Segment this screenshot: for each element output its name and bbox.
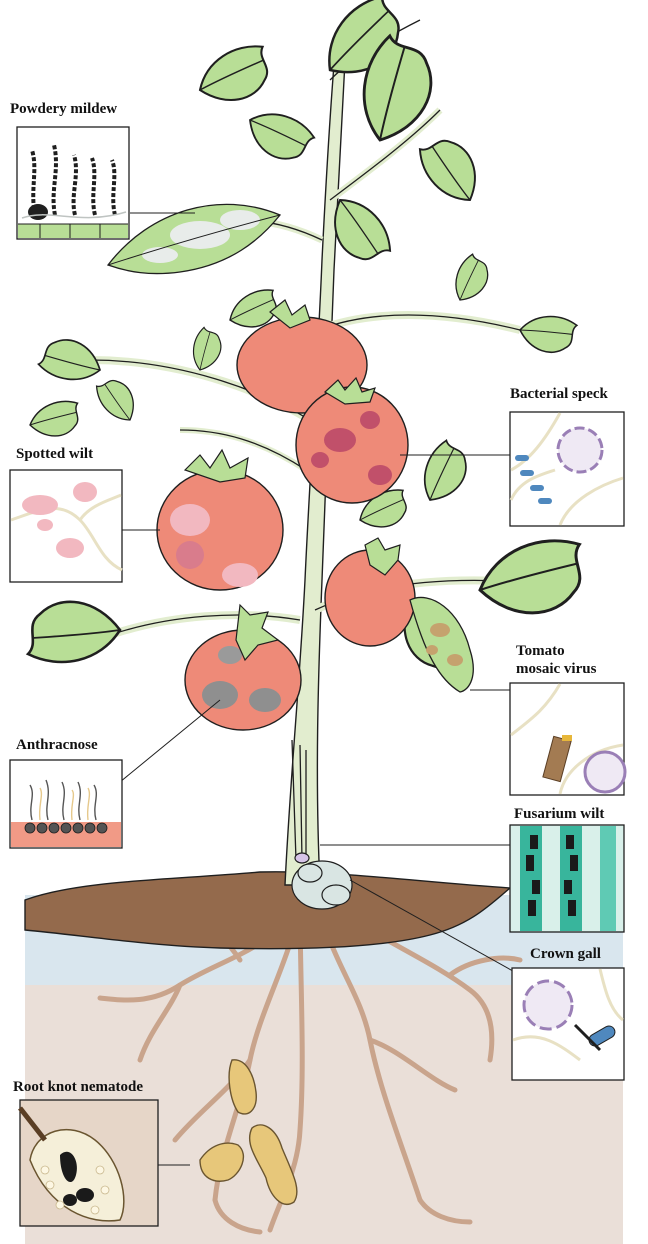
label-crown-gall: Crown gall	[530, 946, 601, 962]
mildew-leaf	[106, 203, 282, 275]
label-anthracnose: Anthracnose	[16, 737, 98, 753]
inset-anthracnose	[9, 759, 123, 849]
label-bacterial-speck: Bacterial speck	[510, 386, 608, 402]
calyxes	[183, 299, 401, 662]
inset-root-knot-nematode	[18, 1099, 159, 1227]
label-tomato-mosaic-line2: mosaic virus	[516, 661, 597, 677]
label-powdery-mildew: Powdery mildew	[10, 101, 118, 117]
label-fusarium-wilt: Fusarium wilt	[514, 806, 605, 822]
fruit-lesions	[170, 411, 392, 712]
inset-powdery-mildew	[16, 126, 130, 240]
label-root-knot-nematode: Root knot nematode	[13, 1079, 143, 1095]
label-tomato-mosaic-line1: Tomato	[516, 643, 565, 659]
inset-bacterial-speck	[509, 411, 625, 527]
inset-spotted-wilt	[9, 469, 123, 583]
crown-gall-growth	[291, 852, 353, 910]
mosaic-leaf	[409, 596, 474, 693]
inset-fusarium-wilt	[509, 824, 625, 933]
label-spotted-wilt: Spotted wilt	[16, 446, 94, 462]
inset-tomato-mosaic-virus	[509, 682, 627, 796]
soil-mound	[24, 871, 512, 950]
inset-crown-gall	[511, 967, 625, 1081]
nematode-galls	[199, 1059, 298, 1205]
